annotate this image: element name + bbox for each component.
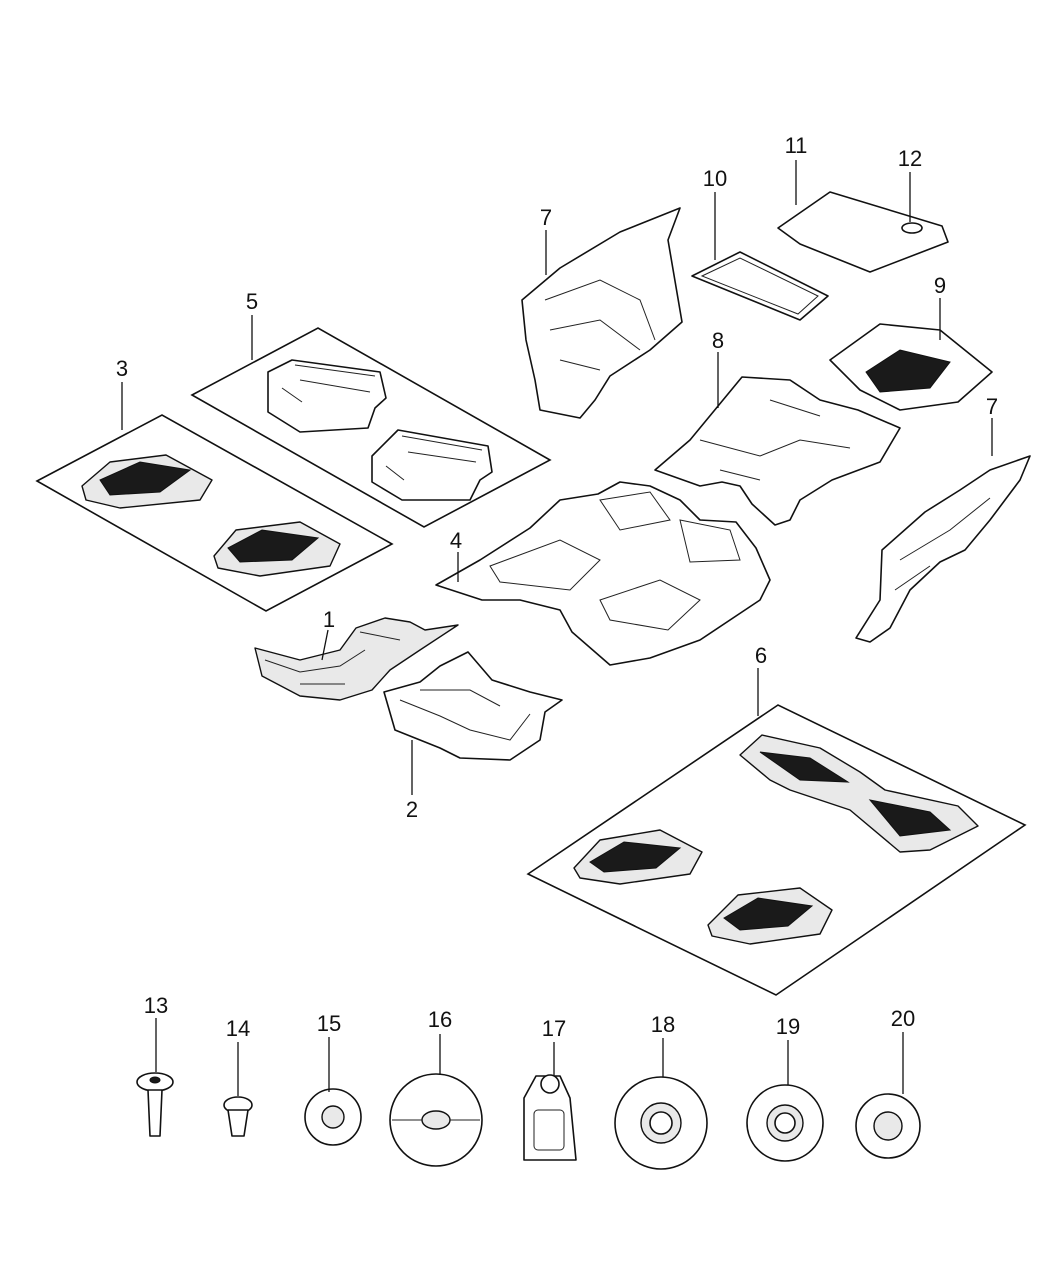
callout-11: 11 — [785, 133, 808, 158]
part-17-tie-down-loop — [523, 1074, 577, 1161]
callout-20: 20 — [891, 1006, 915, 1031]
callout-12: 12 — [898, 146, 922, 171]
callout-7-left: 7 — [540, 205, 552, 230]
part-13-bolt — [136, 1072, 174, 1137]
part-20-grommet-small — [855, 1093, 921, 1159]
part-1-front-carpet-left — [254, 617, 459, 701]
part-7-quarter-trim-right — [855, 455, 1031, 643]
part-10-load-floor-seal — [691, 251, 829, 321]
part-6-mat-kit — [526, 704, 1027, 996]
callout-3: 3 — [116, 356, 128, 381]
callout-18: 18 — [651, 1012, 675, 1037]
callout-5: 5 — [246, 289, 258, 314]
part-12-panel-latch — [901, 222, 923, 234]
part-18-grommet-large — [614, 1076, 708, 1170]
leader-lines — [121, 160, 993, 1096]
part-19-grommet-medium — [746, 1084, 824, 1162]
part-5-floor-mat-set — [190, 327, 552, 528]
callout-16: 16 — [428, 1007, 452, 1032]
part-11-load-floor-panel — [777, 191, 949, 273]
callout-6: 6 — [755, 643, 767, 668]
callout-8: 8 — [712, 328, 724, 353]
part-3-all-weather-mat-set — [35, 414, 394, 612]
callout-17: 17 — [542, 1016, 566, 1041]
callout-1: 1 — [323, 607, 335, 632]
callout-10: 10 — [703, 166, 727, 191]
part-8-rear-carpet — [654, 376, 901, 526]
callout-13: 13 — [144, 993, 168, 1018]
callout-2: 2 — [406, 797, 418, 822]
part-14-push-nut — [223, 1096, 253, 1137]
part-16-plug — [389, 1073, 483, 1167]
part-2-front-carpet-right — [383, 651, 563, 761]
callout-19: 19 — [776, 1014, 800, 1039]
callout-15: 15 — [317, 1011, 341, 1036]
callout-14: 14 — [226, 1016, 250, 1041]
callout-4: 4 — [450, 528, 462, 553]
callout-9: 9 — [934, 273, 946, 298]
part-4-floor-carpet — [435, 481, 771, 666]
part-15-retainer — [304, 1088, 362, 1146]
part-7-quarter-trim-left — [521, 207, 683, 419]
part-9-cargo-tray — [829, 323, 993, 411]
callout-7-right: 7 — [986, 394, 998, 419]
